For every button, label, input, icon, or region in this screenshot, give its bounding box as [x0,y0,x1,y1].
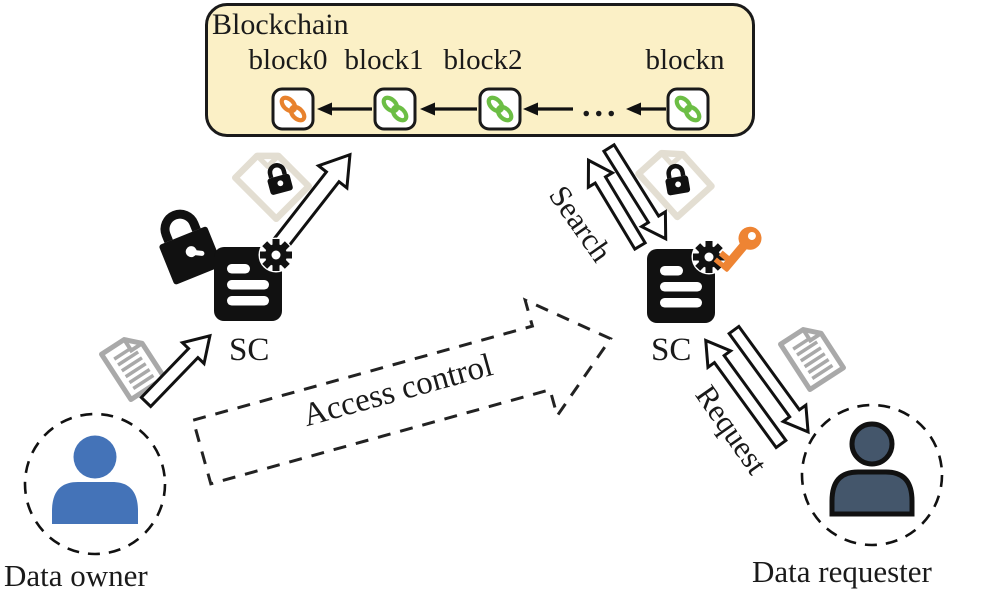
padlock-icon [663,164,691,196]
block-label-1: block1 [344,44,424,76]
block-label-0: block0 [248,44,328,76]
data-owner-label: Data owner [4,558,148,593]
data-requester-label: Data requester [752,554,932,589]
dashed-circle [23,412,167,556]
block-link-arrows [317,102,666,116]
padlock-icon [159,209,222,285]
smart-contract-label-left: SC [229,332,270,368]
owner-to-sc-arrow [139,333,212,409]
block-label-n: blockn [645,44,725,76]
person-icon [829,421,915,517]
smart-contract-icon-right [647,239,727,323]
smart-contract-icon-left [214,237,294,321]
document-icon [781,322,844,389]
access-control-dashed-arrow [191,297,613,486]
request-down-arrow [727,324,810,435]
person-icon [52,435,138,524]
request-up-arrow [704,338,788,450]
block-ellipsis: ... [582,87,620,124]
search-down-arrow [601,142,668,242]
block-node-icons [271,87,710,131]
data-requester-avatar [800,403,944,547]
dashed-circle [800,403,944,547]
data-owner-avatar [23,412,167,556]
key-icon [713,226,762,272]
smart-contract-label-right: SC [651,332,692,368]
sc-to-blockchain-arrow [272,152,352,251]
blockchain-title: Blockchain [212,8,349,41]
block-label-2: block2 [443,44,523,76]
